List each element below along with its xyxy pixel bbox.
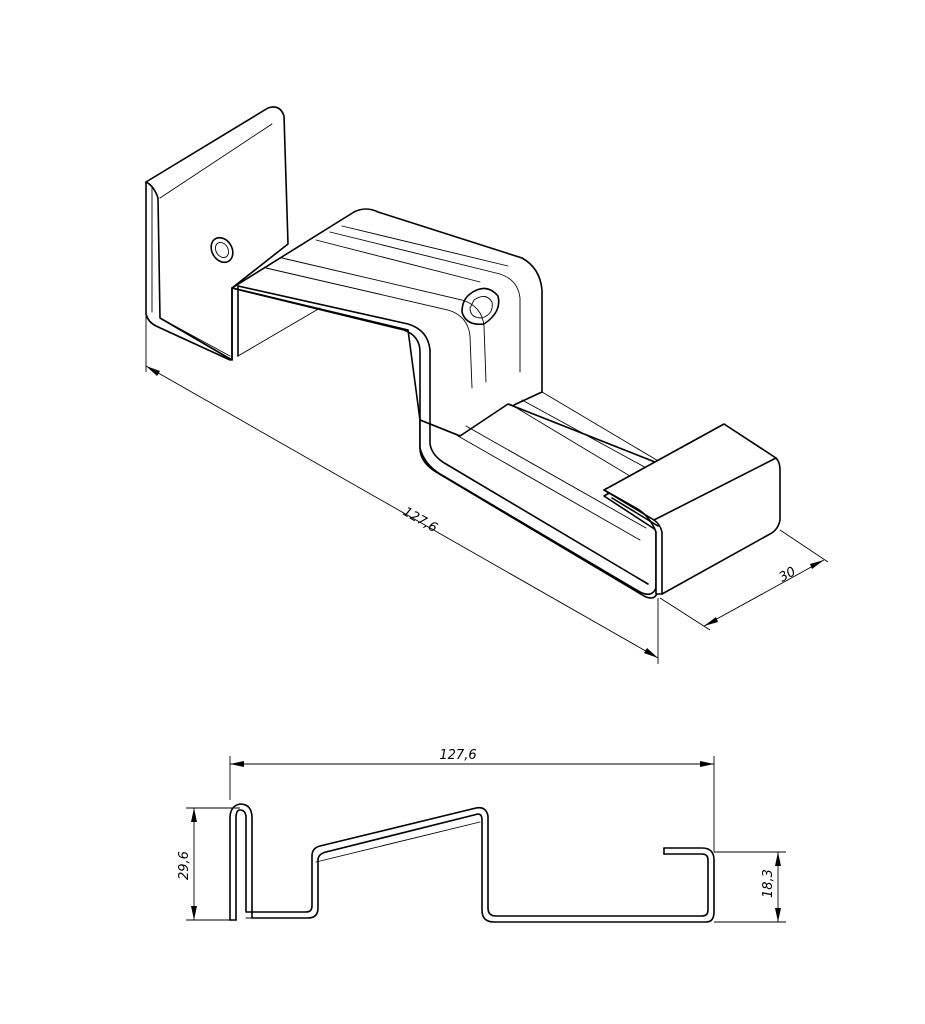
end-tab: [603, 423, 781, 595]
profile-view: 127,6 29,6 18,3: [177, 748, 786, 923]
iso-width-dimension: 30: [659, 529, 829, 631]
iso-width-label: 30: [777, 564, 799, 585]
channel-hole: [461, 287, 500, 326]
back-wall-plate: [145, 106, 289, 361]
profile-outline: [229, 803, 715, 923]
lower-channel: [419, 349, 661, 599]
profile-height-left-dimension: 29,6: [177, 807, 240, 921]
profile-height-left-label: 29,6: [177, 851, 192, 880]
iso-length-label: 127,6: [400, 504, 440, 535]
isometric-view: 127,6 30: [145, 106, 829, 664]
profile-length-dimension: 127,6: [229, 748, 715, 852]
top-channel: [231, 208, 543, 449]
profile-height-right-dimension: 18,3: [714, 851, 786, 923]
profile-length-label: 127,6: [439, 748, 476, 763]
wall-hole: [210, 236, 234, 264]
profile-height-right-label: 18,3: [761, 869, 776, 898]
